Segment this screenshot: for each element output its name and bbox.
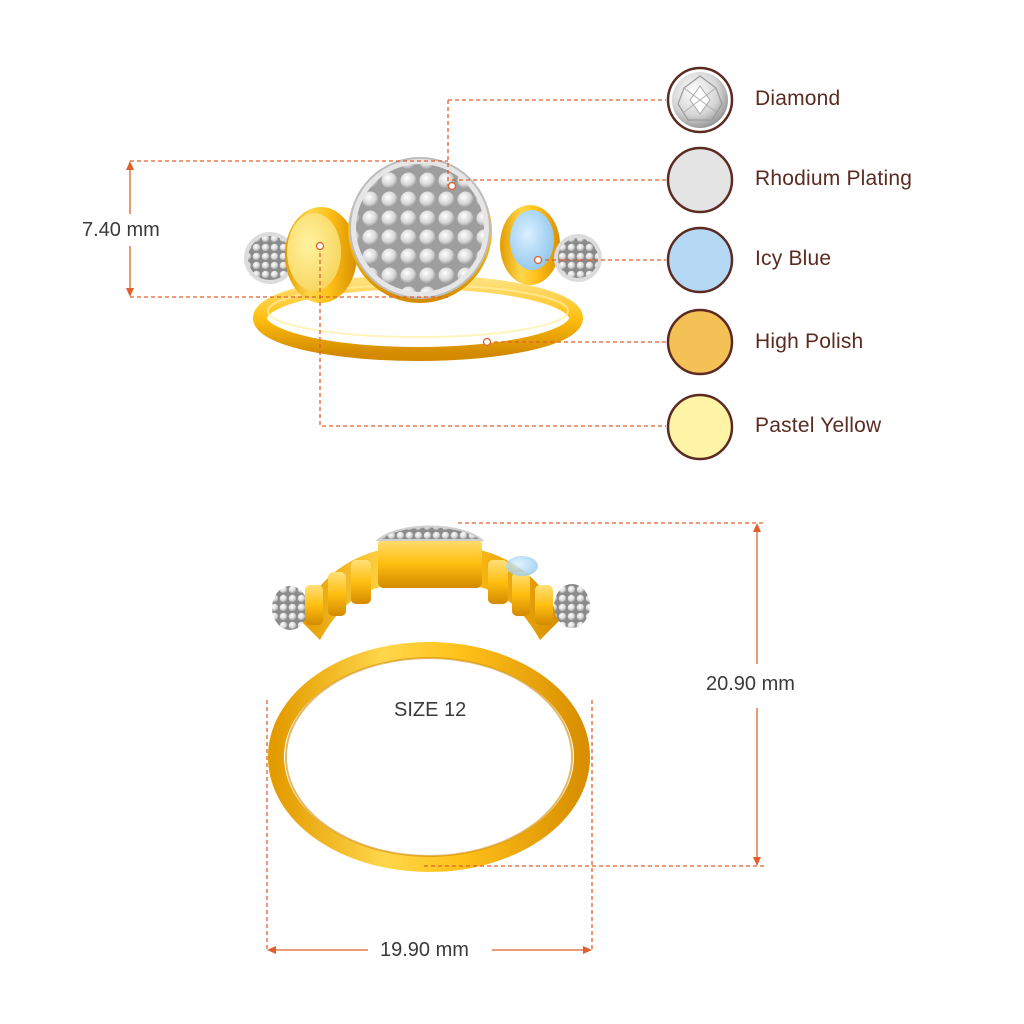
ring-top-view <box>244 157 602 361</box>
legend-label-pastel-yellow: Pastel Yellow <box>755 414 882 437</box>
ring-front-view <box>268 525 590 872</box>
dimension-height-label: 7.40 mm <box>82 219 160 241</box>
pastel-yellow-swatch-icon <box>666 393 734 461</box>
legend-swatches <box>666 66 734 461</box>
leader-lines <box>130 99 764 950</box>
diamond-icon <box>666 66 734 134</box>
legend-label-high-polish: High Polish <box>755 330 864 353</box>
dimension-ring-height-label: 20.90 mm <box>706 673 795 695</box>
ring-size-label: SIZE 12 <box>394 699 467 721</box>
dimension-ring-width-label: 19.90 mm <box>380 939 469 961</box>
legend-label-icy-blue: Icy Blue <box>755 247 832 270</box>
legend-label-rhodium-plating: Rhodium Plating <box>755 167 913 190</box>
dimension-arrows <box>126 161 761 954</box>
rhodium-swatch-icon <box>666 146 734 214</box>
leader-dots <box>315 181 543 347</box>
icy-blue-swatch-icon <box>666 226 734 294</box>
legend-label-diamond: Diamond <box>755 87 841 110</box>
high-polish-swatch-icon <box>666 308 734 376</box>
